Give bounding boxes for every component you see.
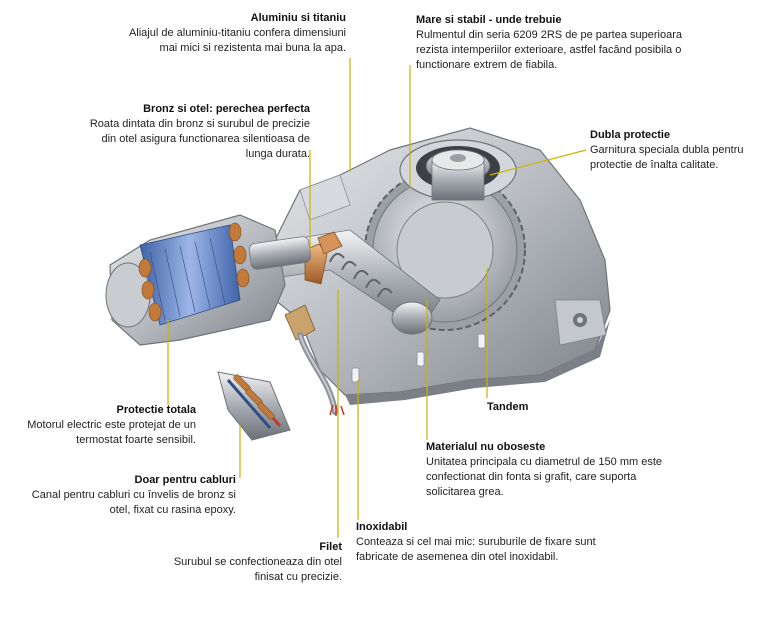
callout-title: Inoxidabil	[356, 521, 408, 533]
callout-aluminiu: Aluminiu si titaniu Aliajul de aluminiu-…	[112, 11, 346, 56]
callout-title: Aluminiu si titaniu	[250, 12, 346, 24]
callout-text: Motorul electric este protejat de un ter…	[27, 419, 196, 446]
callout-title: Materialul nu oboseste	[426, 441, 546, 453]
callout-title: Tandem	[487, 401, 529, 413]
callout-mare: Mare si stabil - unde trebuie Rulmentul …	[416, 13, 716, 73]
callout-text: Surubul se confectioneaza din otel finis…	[173, 556, 342, 583]
callout-title: Filet	[319, 541, 342, 553]
callout-doar: Doar pentru cabluri Canal pentru cabluri…	[30, 473, 236, 518]
callout-material: Materialul nu oboseste Unitatea principa…	[426, 440, 682, 500]
cable-insert	[217, 371, 291, 441]
cable-gland	[284, 304, 345, 416]
callout-inox: Inoxidabil Conteaza si cel mai mic: suru…	[356, 520, 596, 565]
callout-dubla: Dubla protectie Garnitura speciala dubla…	[590, 128, 765, 173]
callout-filet: Filet Surubul se confectioneaza din otel…	[150, 540, 342, 585]
callout-text: Canal pentru cabluri cu învelis de bronz…	[31, 489, 236, 516]
callout-tandem: Tandem	[487, 400, 567, 415]
callout-bronz: Bronz si otel: perechea perfecta Roata d…	[74, 102, 310, 162]
callout-text: Aliajul de aluminiu-titaniu confera dime…	[128, 27, 346, 54]
mounting-screws	[351, 333, 486, 383]
callout-leader-lines	[167, 58, 587, 538]
callout-text: Rulmentul din seria 6209 2RS de pe parte…	[416, 29, 682, 71]
top-bearing	[399, 139, 517, 201]
callout-title: Doar pentru cabluri	[134, 474, 236, 486]
callout-title: Dubla protectie	[590, 129, 671, 141]
callout-text: Conteaza si cel mai mic: suruburile de f…	[356, 536, 596, 563]
callout-text: Roata dintata din bronz si surubul de pr…	[89, 118, 310, 160]
callout-protectie: Protectie totala Motorul electric este p…	[10, 403, 196, 448]
electric-motor	[105, 214, 312, 346]
callout-title: Bronz si otel: perechea perfecta	[143, 103, 310, 115]
callout-title: Mare si stabil - unde trebuie	[416, 14, 562, 26]
callout-text: Unitatea principala cu diametrul de 150 …	[426, 456, 663, 498]
callout-title: Protectie totala	[116, 404, 196, 416]
callout-text: Garnitura speciala dubla pentru protecti…	[590, 144, 744, 171]
